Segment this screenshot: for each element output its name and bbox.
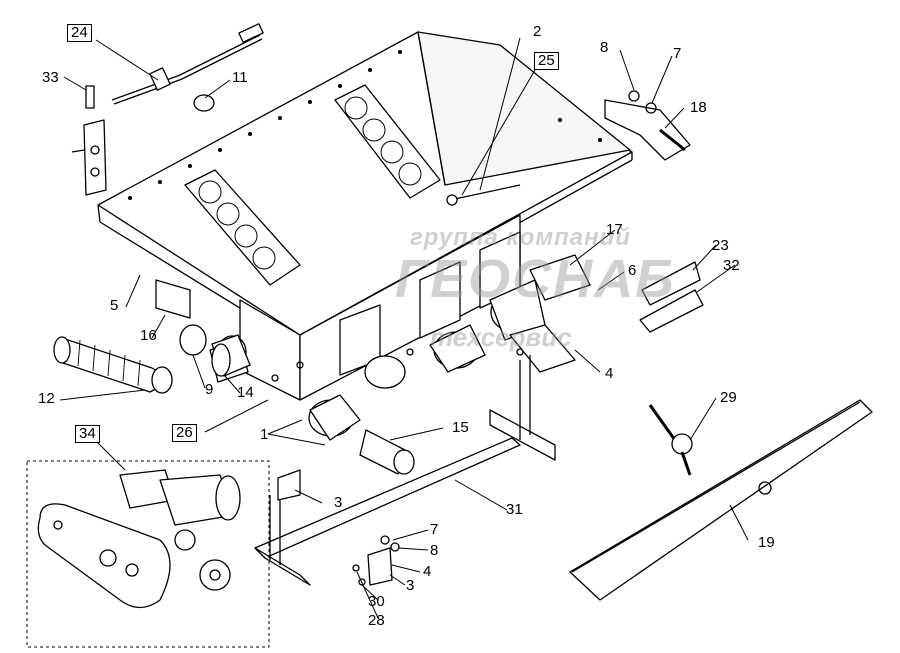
callout-7-bottom: 7 bbox=[430, 521, 439, 538]
callout-2: 2 bbox=[533, 23, 542, 40]
callout-32: 32 bbox=[723, 257, 740, 274]
hose-clamp bbox=[179, 324, 207, 356]
callout-24: 24 bbox=[67, 24, 92, 42]
drive-unit-box bbox=[26, 460, 270, 648]
callout-8-top: 8 bbox=[600, 39, 609, 56]
drive-unit bbox=[37, 469, 241, 609]
callout-1: 1 bbox=[260, 426, 269, 443]
scraper-32 bbox=[639, 289, 704, 333]
callout-12: 12 bbox=[38, 390, 55, 407]
callout-30: 30 bbox=[368, 593, 385, 610]
callout-25: 25 bbox=[534, 52, 559, 70]
watermark-line1: группа компаний bbox=[410, 224, 631, 251]
callout-34: 34 bbox=[75, 425, 100, 443]
callout-28: 28 bbox=[368, 612, 385, 629]
callout-17: 17 bbox=[606, 221, 623, 238]
bracket bbox=[155, 279, 191, 319]
deflector bbox=[569, 399, 873, 601]
callout-14: 14 bbox=[237, 384, 254, 401]
callout-5: 5 bbox=[110, 297, 119, 314]
knob bbox=[193, 94, 215, 112]
callout-15: 15 bbox=[452, 419, 469, 436]
callout-19: 19 bbox=[758, 534, 775, 551]
cover-plate bbox=[529, 254, 591, 301]
pipe bbox=[359, 429, 415, 475]
bracket-3 bbox=[277, 469, 301, 501]
bolt-set bbox=[352, 535, 400, 586]
scraper-23 bbox=[641, 261, 701, 306]
leader-lines bbox=[59, 37, 749, 619]
callout-18: 18 bbox=[690, 99, 707, 116]
sleeve bbox=[211, 334, 251, 377]
callout-3-lower: 3 bbox=[406, 577, 415, 594]
callout-31: 31 bbox=[506, 501, 523, 518]
side-bracket bbox=[604, 90, 691, 161]
hose bbox=[53, 336, 173, 394]
callout-23: 23 bbox=[712, 237, 729, 254]
callout-4-right: 4 bbox=[605, 365, 614, 382]
lever bbox=[648, 404, 693, 476]
callout-16: 16 bbox=[140, 327, 157, 344]
callout-7-top: 7 bbox=[673, 45, 682, 62]
callout-26: 26 bbox=[172, 424, 197, 442]
callout-29: 29 bbox=[720, 389, 737, 406]
callout-3-upper: 3 bbox=[334, 494, 343, 511]
watermark-line2: ГЕОСНАБ bbox=[395, 249, 676, 309]
hopper bbox=[97, 31, 633, 346]
callout-4-bottom: 4 bbox=[423, 563, 432, 580]
control-cable bbox=[111, 23, 264, 105]
callout-9: 9 bbox=[205, 381, 214, 398]
callout-11: 11 bbox=[232, 69, 248, 86]
switch-plate bbox=[71, 85, 107, 196]
callout-6: 6 bbox=[628, 262, 637, 279]
callout-33: 33 bbox=[42, 69, 59, 86]
callout-8-bottom: 8 bbox=[430, 542, 439, 559]
watermark-line3: техсервис bbox=[430, 322, 572, 352]
